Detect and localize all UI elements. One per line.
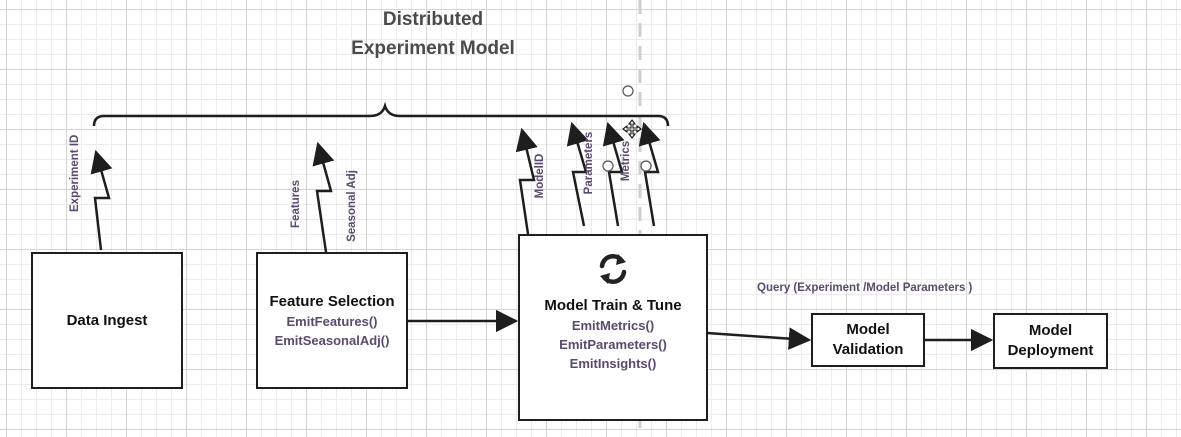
- curly-brace: [92, 101, 670, 127]
- model-validation-box[interactable]: Model Validation: [811, 313, 925, 367]
- emit-metrics-method: EmitMetrics(): [571, 318, 655, 333]
- connection-point-icon[interactable]: [602, 160, 614, 172]
- emit-seasonal-adj-method: EmitSeasonalAdj(): [274, 332, 390, 348]
- model-train-tune-label: Model Train & Tune: [544, 297, 682, 314]
- experiment-id-label: Experiment ID: [69, 134, 81, 212]
- seasonal-adj-signal-arrow: [312, 141, 335, 253]
- model-deployment-label-line-1: Model: [1028, 322, 1073, 339]
- connection-point-icon[interactable]: [622, 85, 634, 97]
- parameters-label: Parameters: [583, 131, 595, 195]
- experiment-id-signal-arrow: [90, 149, 113, 251]
- emit-parameters-method: EmitParameters(): [559, 337, 667, 352]
- data-ingest-box[interactable]: Data Ingest: [31, 252, 183, 389]
- metrics-label: Metrics: [620, 140, 632, 182]
- emit-insights-method: EmitInsights(): [569, 356, 657, 371]
- model-id-signal-arrow: [515, 127, 538, 235]
- model-validation-label-line-2: Validation: [832, 341, 904, 358]
- emit-features-method: EmitFeatures(): [286, 313, 378, 329]
- title-line-1: Distributed: [382, 9, 484, 30]
- metrics-signal-arrow: [602, 121, 625, 227]
- sync-icon: [599, 253, 627, 285]
- model-validation-label-line-1: Model: [846, 321, 890, 338]
- seasonal-adj-label: Seasonal Adj: [346, 170, 358, 242]
- model-id-label: ModelID: [534, 153, 546, 199]
- insights-signal-arrow: [638, 121, 661, 227]
- connection-point-icon[interactable]: [640, 160, 652, 172]
- model-deployment-label-line-2: Deployment: [1007, 342, 1094, 359]
- model-deployment-box[interactable]: Model Deployment: [993, 313, 1108, 369]
- feature-selection-box[interactable]: Feature Selection EmitFeatures() EmitSea…: [256, 252, 408, 389]
- model-train-tune-box[interactable]: Model Train & Tune EmitMetrics() EmitPar…: [518, 234, 708, 421]
- feature-selection-label: Feature Selection: [269, 292, 395, 310]
- parameters-signal-arrow: [566, 121, 589, 227]
- query-label: Query (Experiment /Model Parameters ): [757, 282, 973, 294]
- move-cursor-icon: [622, 119, 642, 139]
- train-to-validation-arrow: [706, 327, 812, 350]
- diagram-title: Distributed Experiment Model: [283, 5, 583, 63]
- features-label: Features: [290, 180, 302, 228]
- title-line-2: Experiment Model: [351, 38, 515, 59]
- data-ingest-label: Data Ingest: [66, 311, 148, 329]
